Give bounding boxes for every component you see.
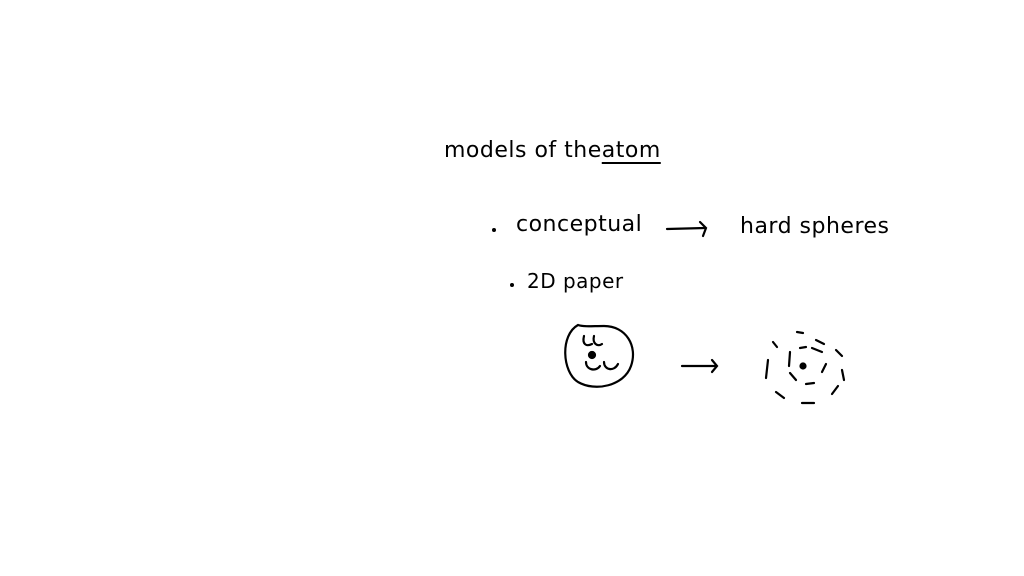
atom-sphere-drawing <box>564 323 635 388</box>
electron-shell-drawing <box>764 330 846 405</box>
item-2d-paper: 2D paper <box>527 269 624 293</box>
page-title: models of theatom <box>444 140 661 162</box>
title-prefix: models of the <box>444 138 602 163</box>
bullet-dot <box>510 283 514 287</box>
title-underlined-word: atom <box>601 138 661 163</box>
arrow-right-icon <box>680 358 719 374</box>
item-conceptual: conceptual <box>516 212 643 237</box>
arrow-right-icon <box>665 220 708 238</box>
item-hard-spheres: hard spheres <box>740 214 890 239</box>
bullet-dot <box>492 228 496 232</box>
